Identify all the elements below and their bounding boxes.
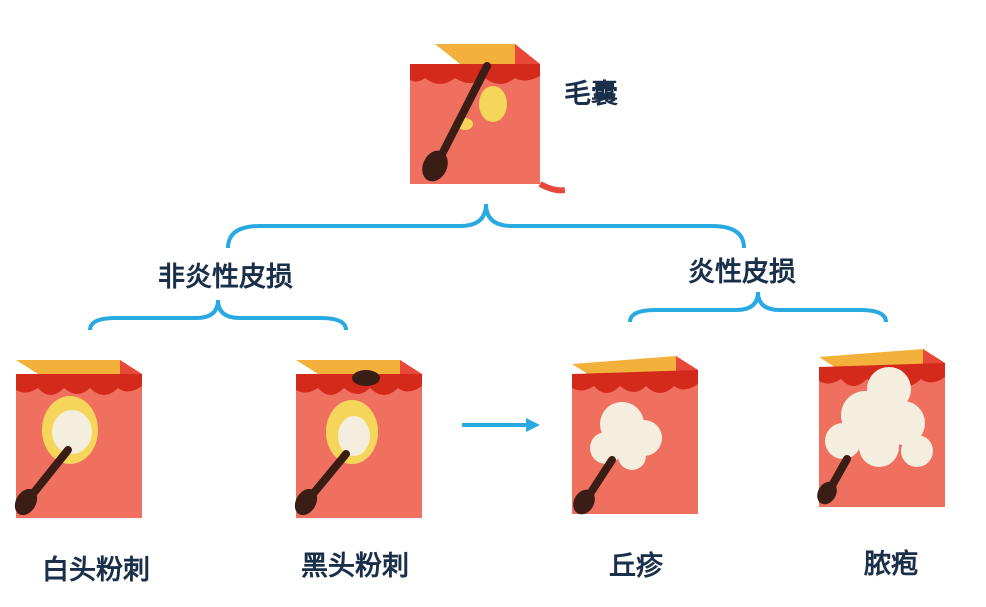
root-label: 毛囊 <box>564 79 618 110</box>
right-bracket <box>628 291 888 323</box>
arrow-right-icon <box>462 418 540 432</box>
papule-block <box>566 350 716 525</box>
group-label-noninflammatory: 非炎性皮损 <box>158 262 293 293</box>
lesion-label-whitehead: 白头粉刺 <box>42 555 150 586</box>
pustule-block <box>813 343 963 518</box>
lesion-label-pustule: 脓疱 <box>864 549 918 580</box>
group-label-inflammatory: 炎性皮损 <box>688 257 796 288</box>
blackhead-block <box>290 350 440 525</box>
lesion-label-papule: 丘疹 <box>609 551 663 582</box>
whitehead-icon <box>14 360 142 518</box>
left-bracket <box>88 299 348 331</box>
top-bracket <box>226 203 746 249</box>
papule-icon <box>572 356 698 515</box>
lesion-label-blackhead: 黑头粉刺 <box>301 551 409 582</box>
blackhead-icon <box>294 360 422 518</box>
whitehead-block <box>10 350 160 525</box>
pustule-icon <box>817 349 945 507</box>
hair-follicle-icon <box>410 44 565 194</box>
hair-follicle-block <box>405 34 565 194</box>
